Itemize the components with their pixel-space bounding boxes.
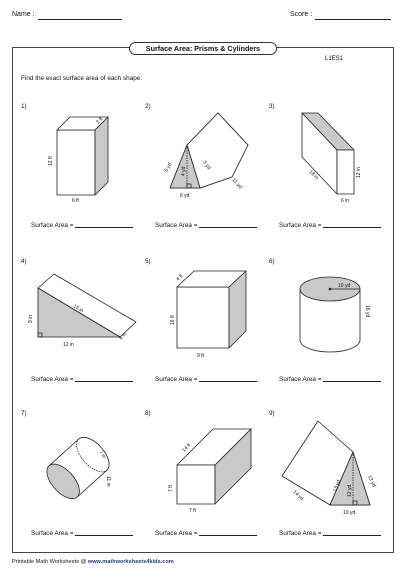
dim-label: 14 yd bbox=[292, 489, 305, 502]
worksheet-title: Surface Area: Prisms & Cylinders bbox=[129, 42, 277, 55]
answer-label: Surface Area = bbox=[155, 530, 198, 537]
answer-row-1: Surface Area = bbox=[31, 222, 134, 229]
problem-number-4: 4) bbox=[21, 258, 27, 265]
figure-5-prism: 4 ft 16 ft 9 ft bbox=[170, 270, 247, 359]
problem-number-5: 5) bbox=[145, 258, 151, 265]
footer-text: Printable Math Worksheets @ bbox=[12, 559, 88, 565]
figure-9-prism: 14 yd 13 yd 12 yd 13 yd 10 yd bbox=[281, 420, 377, 516]
answer-row-3: Surface Area = bbox=[279, 222, 382, 229]
dim-label: 13 yd bbox=[366, 474, 377, 488]
dim-label: 9 ft bbox=[197, 353, 205, 359]
dim-label: 12 in bbox=[63, 342, 74, 348]
dim-label: 12 in bbox=[356, 167, 362, 178]
answer-field[interactable] bbox=[75, 227, 134, 228]
dim-label: 12 ft bbox=[48, 156, 54, 166]
answer-label: Surface Area = bbox=[31, 530, 74, 537]
footer: Printable Math Worksheets @ www.mathwork… bbox=[12, 559, 174, 565]
dim-label: 6 in bbox=[341, 198, 349, 204]
answer-field[interactable] bbox=[75, 535, 134, 536]
answer-row-2: Surface Area = bbox=[155, 222, 258, 229]
dim-label: 14 ft bbox=[181, 442, 193, 454]
problem-number-1: 1) bbox=[21, 103, 27, 110]
answer-field[interactable] bbox=[199, 227, 258, 228]
dim-label: 10 yd bbox=[343, 510, 355, 516]
answer-field[interactable] bbox=[323, 535, 382, 536]
problem-number-8: 8) bbox=[145, 410, 151, 417]
answer-field[interactable] bbox=[75, 381, 134, 382]
answer-label: Surface Area = bbox=[155, 222, 198, 229]
answer-row-8: Surface Area = bbox=[155, 530, 258, 537]
answer-row-4: Surface Area = bbox=[31, 376, 134, 383]
answer-label: Surface Area = bbox=[31, 376, 74, 383]
figure-2-prism: 5 yd 4 yd 5 yd 11 yd 6 yd bbox=[163, 112, 249, 199]
dim-label: 15 in bbox=[72, 304, 85, 315]
answer-label: Surface Area = bbox=[155, 376, 198, 383]
figure-6-cylinder: 10 yd 16 yd bbox=[299, 276, 370, 353]
dim-label: 7 ft bbox=[168, 484, 174, 492]
answer-label: Surface Area = bbox=[31, 222, 74, 229]
dim-label: 12 yd bbox=[347, 485, 353, 497]
problem-number-2: 2) bbox=[145, 103, 151, 110]
dim-label: 11 in bbox=[105, 476, 111, 487]
answer-row-9: Surface Area = bbox=[279, 530, 382, 537]
dim-label: 9 in bbox=[28, 315, 34, 323]
footer-link[interactable]: www.mathworksheets4kids.com bbox=[87, 559, 174, 565]
name-label: Name : bbox=[12, 11, 35, 18]
problem-number-7: 7) bbox=[21, 410, 27, 417]
dim-label: 6 yd bbox=[180, 193, 190, 199]
dim-label: 16 yd bbox=[364, 305, 370, 317]
dim-label: 5 yd bbox=[201, 160, 211, 171]
problem-number-9: 9) bbox=[269, 410, 275, 417]
dim-label: 6 in bbox=[118, 331, 128, 341]
figure-7-cylinder: 7 in 11 in bbox=[46, 437, 111, 500]
dim-label: 13 yd bbox=[332, 479, 342, 493]
score-label: Score : bbox=[290, 11, 313, 18]
answer-field[interactable] bbox=[323, 227, 382, 228]
dim-label: 2 ft bbox=[95, 116, 105, 126]
problem-number-3: 3) bbox=[269, 103, 275, 110]
instructions: Find the exact surface area of each shap… bbox=[21, 75, 143, 82]
dim-label: 4 yd bbox=[181, 166, 187, 176]
answer-field[interactable] bbox=[323, 381, 382, 382]
answer-field[interactable] bbox=[199, 381, 258, 382]
answer-label: Surface Area = bbox=[279, 222, 322, 229]
problem-number-6: 6) bbox=[269, 258, 275, 265]
name-field[interactable] bbox=[38, 19, 122, 20]
figure-8-prism: 14 ft 7 ft 7 ft bbox=[168, 428, 252, 514]
figure-4-prism: 9 in 15 in 12 in 6 in bbox=[28, 273, 137, 348]
dim-label: 16 ft bbox=[170, 315, 176, 325]
answer-row-6: Surface Area = bbox=[279, 376, 382, 383]
figure-1-prism: 2 ft 12 ft 6 ft bbox=[48, 116, 109, 204]
dim-label: 7 ft bbox=[189, 508, 197, 514]
answer-field[interactable] bbox=[199, 535, 258, 536]
answer-row-5: Surface Area = bbox=[155, 376, 258, 383]
dim-label: 5 yd bbox=[163, 162, 173, 173]
answer-label: Surface Area = bbox=[279, 376, 322, 383]
dim-label: 4 ft bbox=[175, 273, 185, 283]
answer-label: Surface Area = bbox=[279, 530, 322, 537]
dim-label: 11 yd bbox=[231, 177, 244, 190]
score-field[interactable] bbox=[315, 19, 391, 20]
dim-label: 6 ft bbox=[72, 198, 80, 204]
worksheet-code: L1ES1 bbox=[325, 56, 344, 62]
answer-row-7: Surface Area = bbox=[31, 530, 134, 537]
dim-label: 7 in bbox=[97, 450, 107, 460]
figure-3-prism: 18 in 12 in 6 in bbox=[301, 112, 362, 204]
dim-label: 10 yd bbox=[338, 283, 350, 289]
